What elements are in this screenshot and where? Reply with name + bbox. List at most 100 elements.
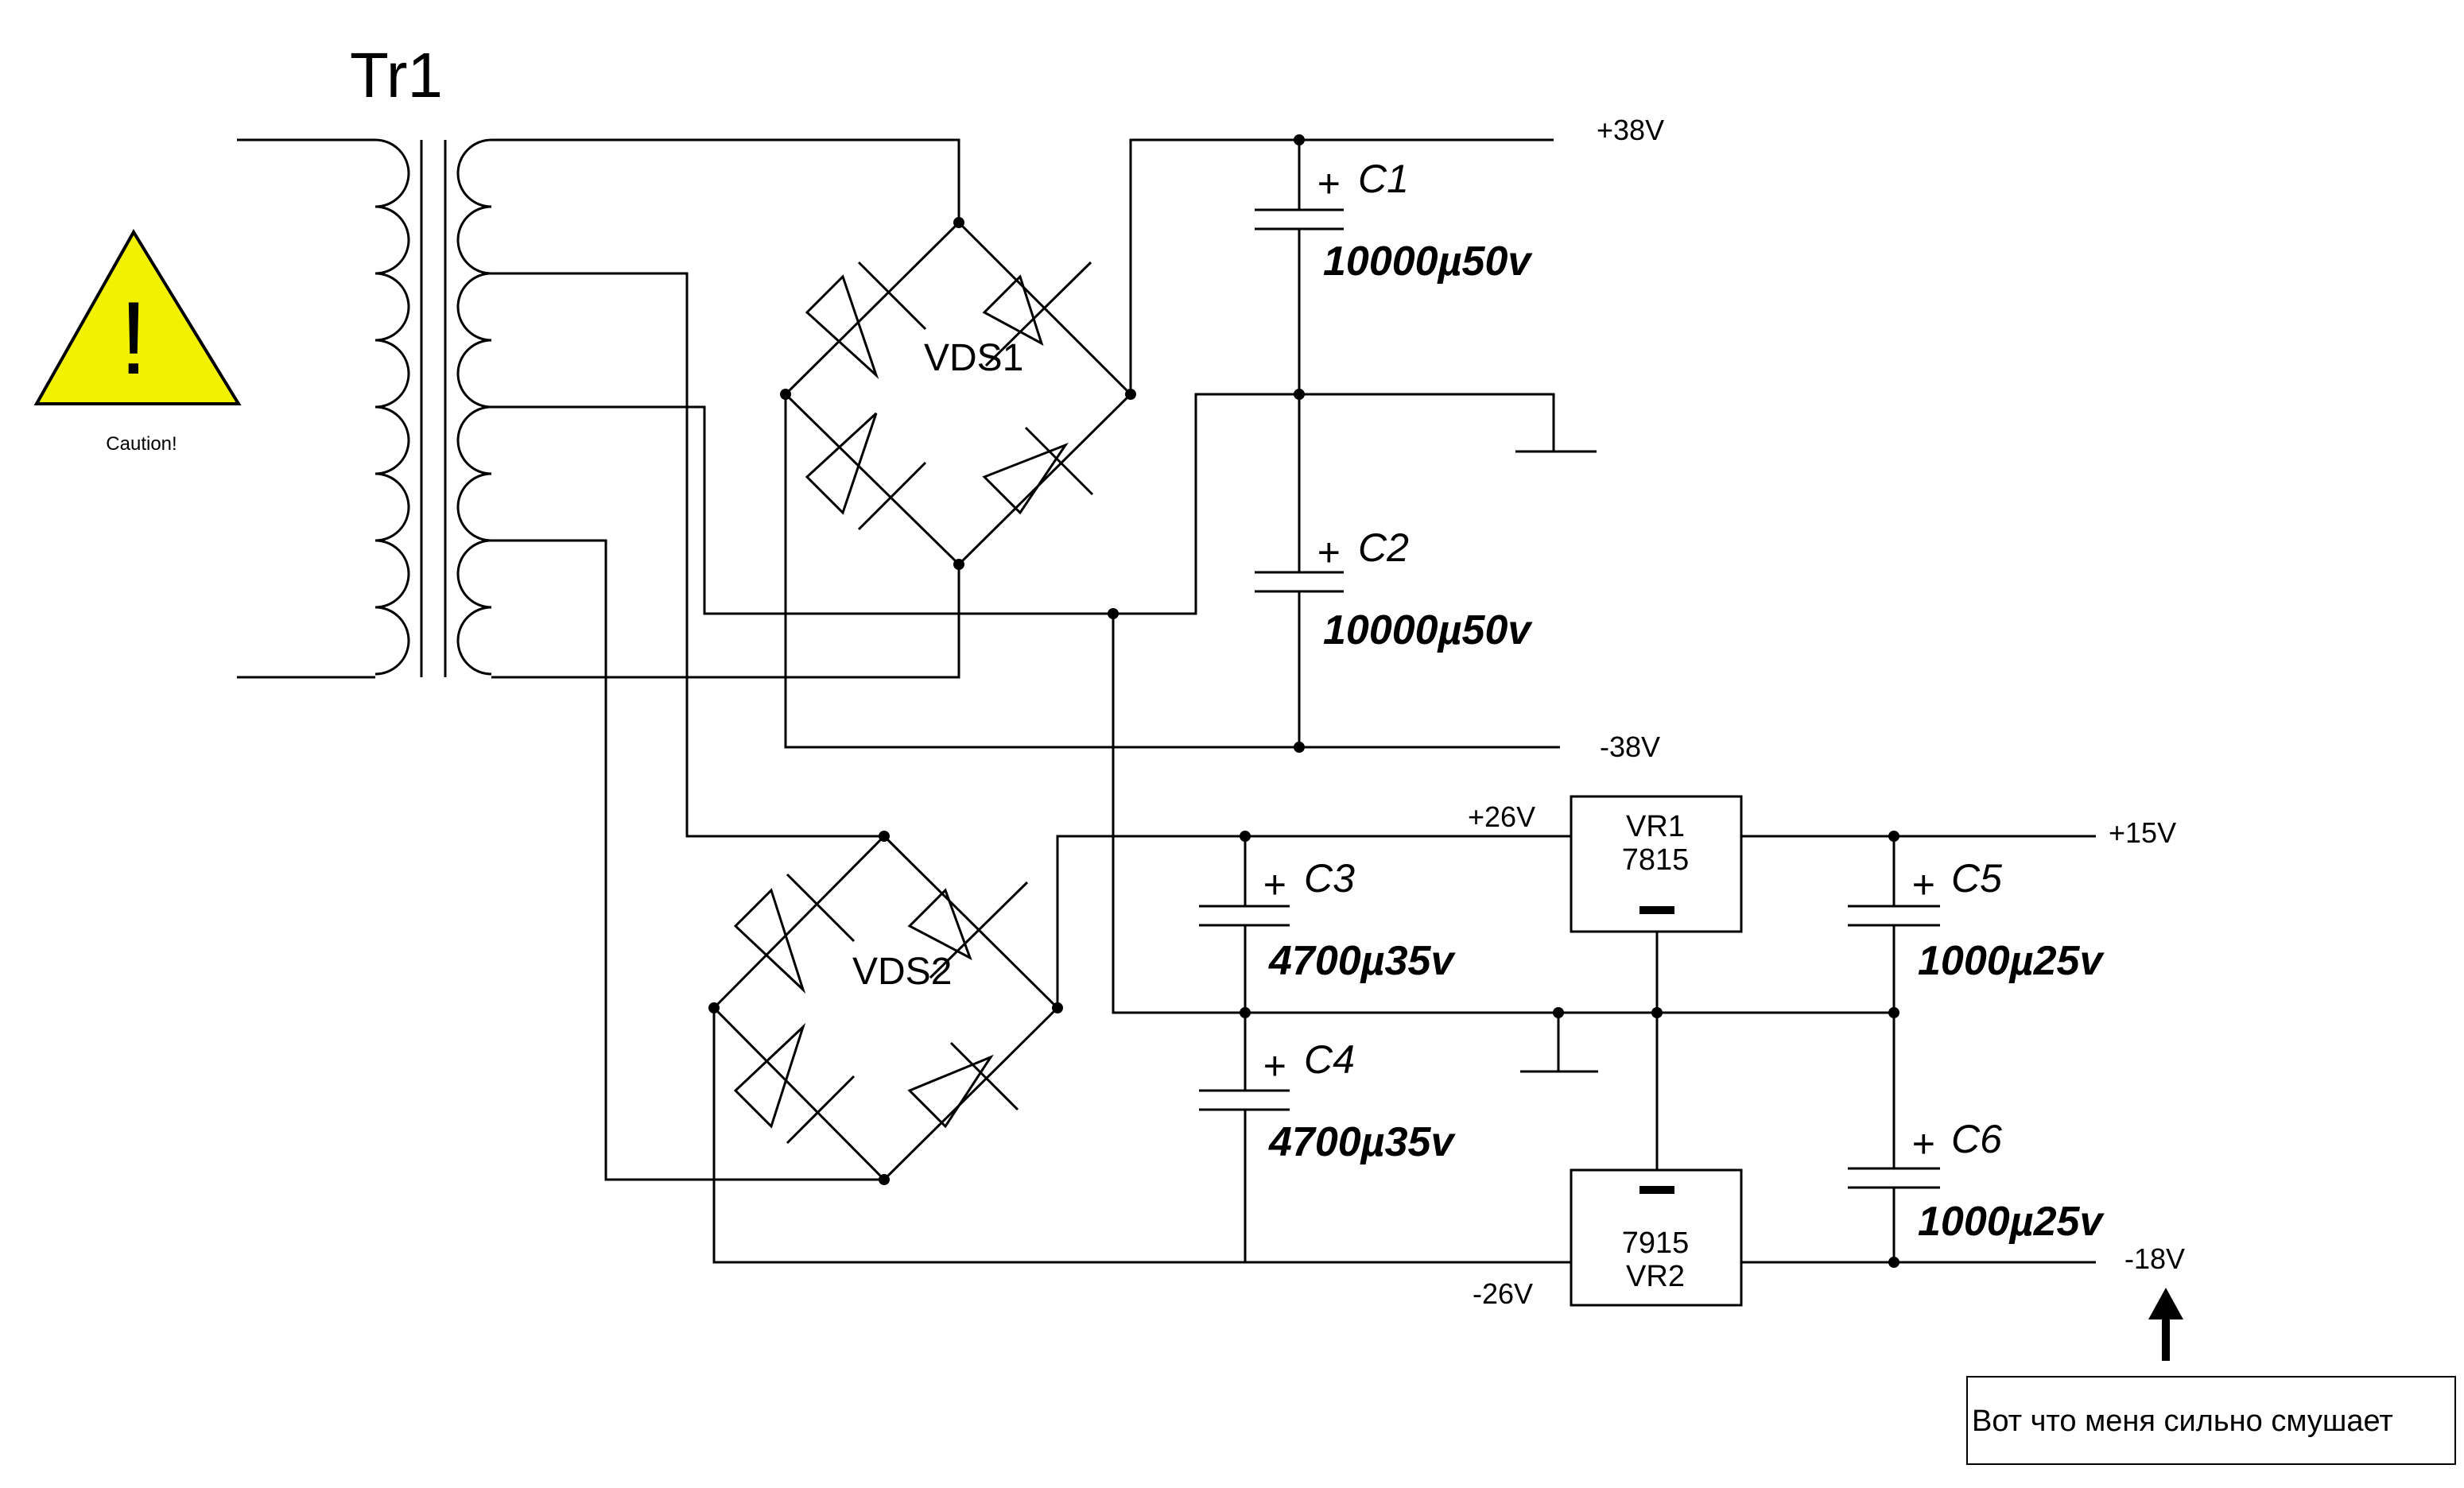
diode-icon xyxy=(907,1041,1019,1129)
junction-dot xyxy=(1294,134,1305,145)
exclamation-icon: ! xyxy=(119,280,148,396)
rail-minus26-label: -26V xyxy=(1473,1277,1533,1310)
secondary-winding xyxy=(456,138,492,676)
junction-dot xyxy=(1553,1007,1564,1018)
junction-dot xyxy=(1888,1007,1899,1018)
diode-icon xyxy=(733,1022,856,1145)
capacitor-c4-value: 4700µ35v xyxy=(1268,1119,1456,1165)
capacitor-c1-value: 10000µ50v xyxy=(1323,238,1533,285)
bridge-vds1: VDS1 xyxy=(783,220,1133,567)
capacitor-c3-name: C3 xyxy=(1304,856,1355,901)
junction-dot xyxy=(1125,389,1136,400)
wire-tap1-vds1-top xyxy=(491,138,960,223)
diode-icon xyxy=(805,412,927,531)
junction-dot xyxy=(879,831,890,842)
arrow-head-icon xyxy=(2148,1288,2183,1319)
junction-dot xyxy=(1108,608,1119,619)
wire-tap5-vds1-bottom xyxy=(491,564,960,679)
transformer-tr1: Tr1 xyxy=(237,40,492,679)
plus-sign: + xyxy=(1263,862,1286,907)
capacitor-c2-name: C2 xyxy=(1358,525,1409,570)
ground-pin-icon xyxy=(1639,906,1674,914)
junction-dot xyxy=(953,559,964,570)
regulator-vr2-box xyxy=(1570,1168,1743,1307)
junction-dot xyxy=(1294,742,1305,753)
junction-dot xyxy=(1240,1007,1251,1018)
annotation: Вот что меня сильно смушает xyxy=(1966,1288,2456,1465)
wire-minus38-rail xyxy=(784,394,1560,749)
diode-icon xyxy=(982,426,1094,515)
regulator-vr2-part: 7915 xyxy=(1622,1226,1690,1260)
plus-sign: + xyxy=(1911,862,1934,907)
diode-icon xyxy=(805,261,927,380)
junction-dot xyxy=(1052,1002,1063,1013)
bridge-vds2-outline xyxy=(712,834,1060,1182)
junction-dot xyxy=(1888,831,1899,842)
plus-sign: + xyxy=(1911,1122,1934,1166)
plus-sign: + xyxy=(1263,1044,1286,1088)
capacitor-c1-name: C1 xyxy=(1358,157,1409,201)
ground-pin-icon xyxy=(1639,1186,1674,1194)
capacitor-c2: + C2 10000µ50v xyxy=(1255,525,1533,653)
capacitor-c6-value: 1000µ25v xyxy=(1918,1199,2105,1245)
junction-dot xyxy=(1888,1257,1899,1268)
junction-dot xyxy=(953,217,964,228)
wire-center-tap-ground xyxy=(491,393,1555,615)
diode-icon xyxy=(733,873,856,994)
caution-text: Caution! xyxy=(106,433,177,455)
rail-plus26-label: +26V xyxy=(1468,800,1535,833)
diode-icon xyxy=(907,881,1029,979)
capacitor-c6: + C6 1000µ25v xyxy=(1848,1117,2105,1245)
plus-sign: + xyxy=(1317,530,1340,575)
primary-leads xyxy=(237,138,375,679)
rail-labels: +38V -38V +26V -26V +15V -18V xyxy=(1468,114,2185,1310)
bridge-vds2: VDS2 xyxy=(712,834,1060,1182)
capacitor-c5: + C5 1000µ25v xyxy=(1848,856,2105,984)
capacitor-c3: + C3 4700µ35v xyxy=(1199,856,1456,984)
junction-dot xyxy=(1651,1007,1663,1018)
wiring xyxy=(491,138,2096,1264)
wire-tap4-vds2-bottom xyxy=(491,539,884,1181)
bridge-vds2-label: VDS2 xyxy=(852,951,952,993)
note-text: Вот что меня сильно смушает xyxy=(1972,1405,2393,1438)
wire-tap2-vds2-top xyxy=(491,272,884,838)
regulator-vr1-box xyxy=(1570,795,1743,933)
diode-icon xyxy=(982,261,1092,367)
wire-plus26-rail xyxy=(1056,835,1571,1008)
regulator-vr1-name: VR1 xyxy=(1626,810,1685,843)
regulator-vr2-name: VR2 xyxy=(1626,1260,1685,1293)
transformer-label: Tr1 xyxy=(350,40,443,110)
note-box xyxy=(1966,1376,2456,1465)
bridge-vds1-label: VDS1 xyxy=(924,337,1023,379)
capacitor-c6-name: C6 xyxy=(1951,1117,2002,1161)
junction-dot xyxy=(708,1002,720,1013)
junction-dots xyxy=(708,134,1899,1268)
junction-dot xyxy=(780,389,791,400)
wire-minus26-rail xyxy=(712,1008,1571,1264)
junction-dot xyxy=(879,1174,890,1185)
junction-dot xyxy=(1240,831,1251,842)
capacitor-c3-value: 4700µ35v xyxy=(1268,938,1456,984)
junction-dot xyxy=(1294,389,1305,400)
regulator-vr1: VR1 7815 xyxy=(1570,795,1743,933)
warning-triangle-icon xyxy=(33,229,242,405)
caution-sign: ! Caution! xyxy=(33,229,242,455)
wire-plus38-rail xyxy=(1129,138,1554,394)
rail-minus18-label: -18V xyxy=(2124,1242,2185,1275)
primary-winding xyxy=(374,138,410,676)
rail-plus38-label: +38V xyxy=(1597,114,1664,146)
capacitor-c4: + C4 4700µ35v xyxy=(1199,1037,1456,1165)
regulator-vr2: 7915 VR2 xyxy=(1570,1168,1743,1307)
capacitor-c5-name: C5 xyxy=(1951,856,2002,901)
rail-minus38-label: -38V xyxy=(1600,730,1660,763)
capacitor-c5-value: 1000µ25v xyxy=(1918,938,2105,984)
plus-sign: + xyxy=(1317,161,1340,206)
capacitor-c2-value: 10000µ50v xyxy=(1323,607,1533,653)
regulator-vr1-part: 7815 xyxy=(1622,843,1690,877)
rail-plus15-label: +15V xyxy=(2109,816,2176,849)
capacitor-c1: + C1 10000µ50v xyxy=(1255,157,1533,285)
wire-ground-bus-lower xyxy=(1112,614,1894,1014)
capacitor-c4-name: C4 xyxy=(1304,1037,1355,1082)
